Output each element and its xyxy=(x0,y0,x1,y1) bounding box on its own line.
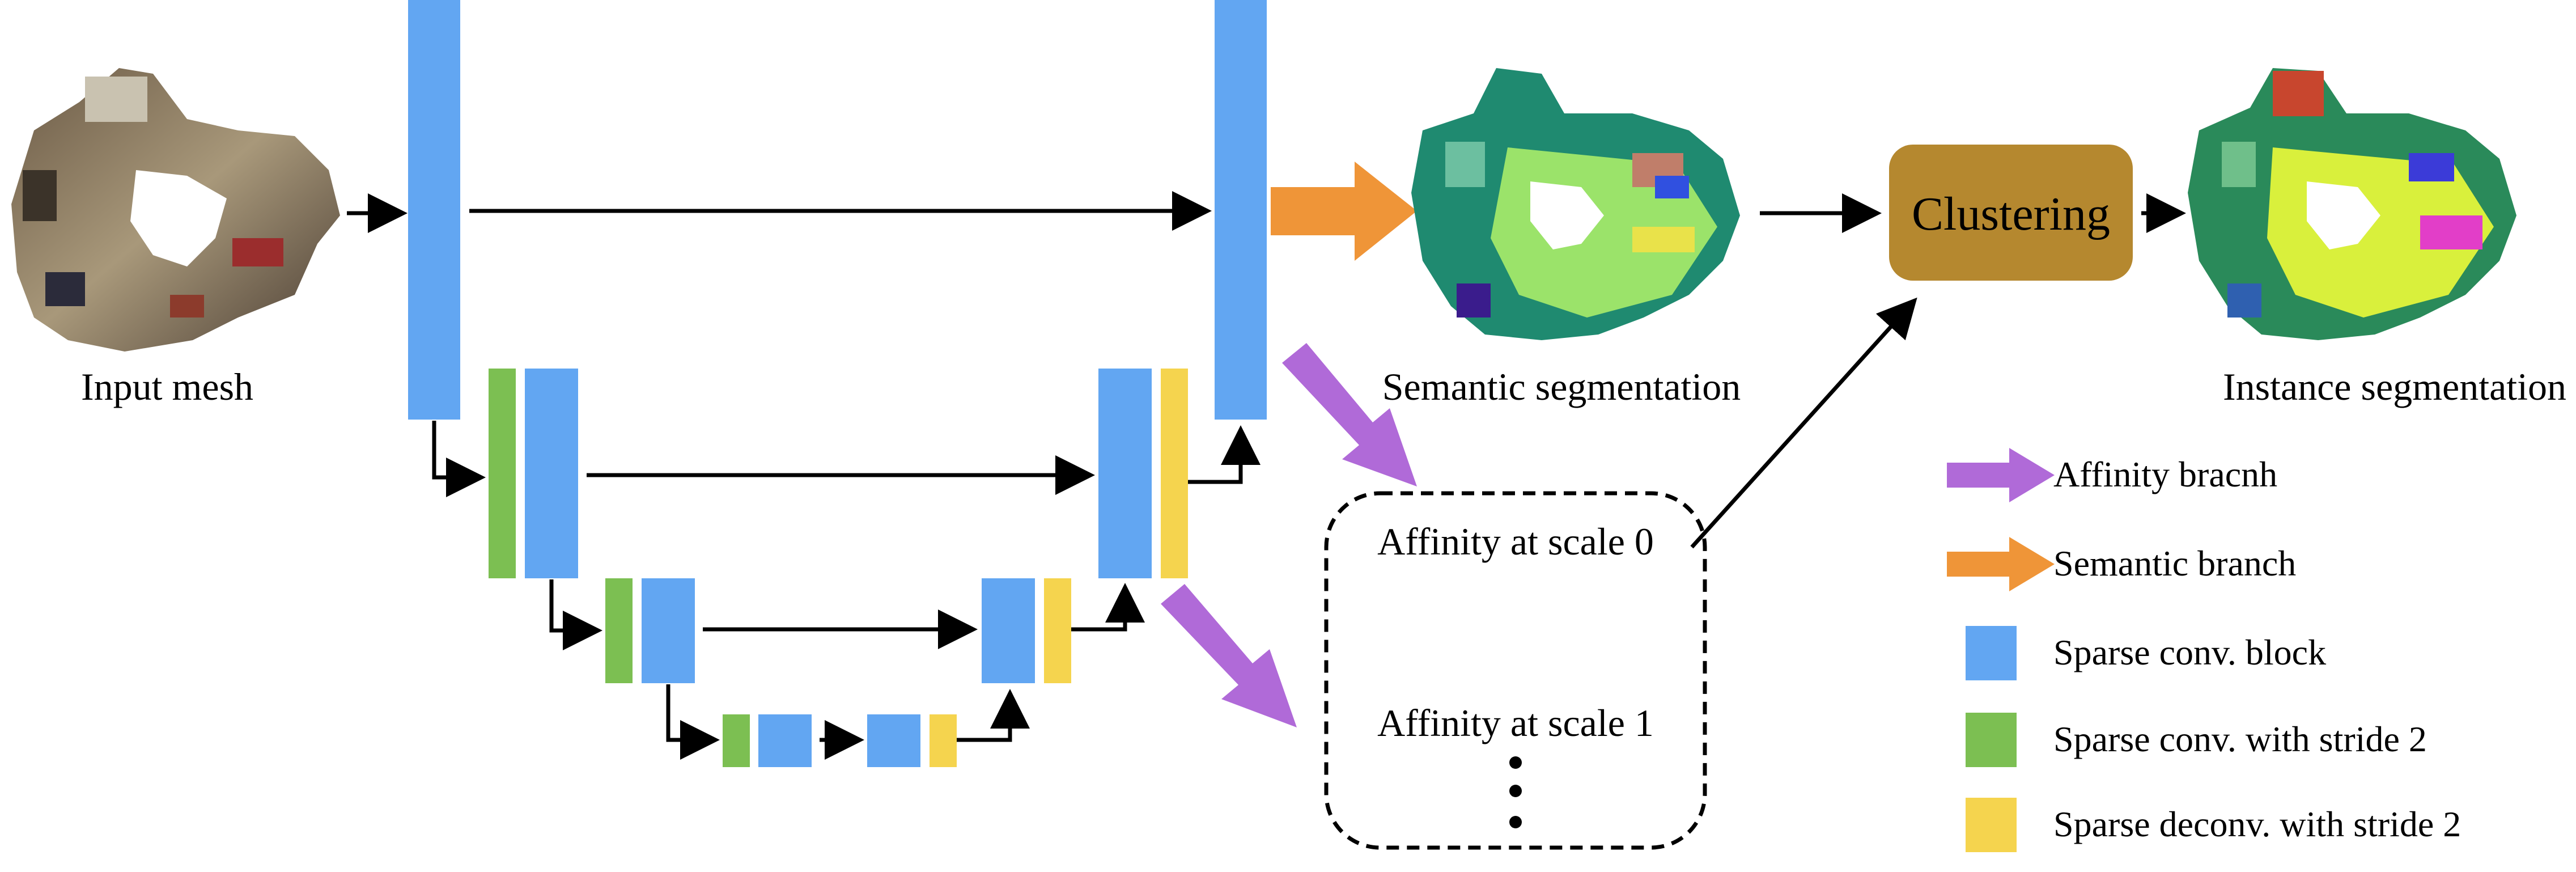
stride-conv-l1 xyxy=(489,369,516,578)
down-arrow-l2-l3 xyxy=(666,684,720,760)
stride-conv-l2 xyxy=(605,578,633,683)
conv-block-l3-enc xyxy=(758,714,812,767)
ellipsis-dot xyxy=(1509,816,1522,828)
down-arrow-l1-l2 xyxy=(549,579,602,650)
input-mesh-image xyxy=(11,68,340,352)
semantic-segmentation-label: Semantic segmentation xyxy=(1382,365,1741,408)
instance-segmentation-image xyxy=(2188,68,2516,340)
affinity-scale1-label: Affinity at scale 1 xyxy=(1377,701,1654,744)
unet xyxy=(408,0,1267,767)
conv-block-l2-dec xyxy=(982,578,1035,683)
legend-swatch-4 xyxy=(1966,798,2017,852)
deconv-l2 xyxy=(1044,578,1071,683)
instance-segmentation-label: Instance segmentation xyxy=(2223,365,2566,408)
legend-swatch-2 xyxy=(1966,626,2017,680)
conv-block-l1-dec xyxy=(1098,369,1152,578)
conv-block-l3-dec xyxy=(867,714,920,767)
ellipsis-dot xyxy=(1509,785,1522,797)
conv-block-l0-enc xyxy=(408,0,460,420)
deconv-l3 xyxy=(930,714,957,767)
affinity-arrow-scale1 xyxy=(1161,584,1297,727)
semantic-segmentation-image xyxy=(1411,68,1740,340)
ellipsis-dot xyxy=(1509,756,1522,769)
legend-label-0: Affinity bracnh xyxy=(2053,454,2277,494)
down-arrow-l0-l1 xyxy=(432,421,486,497)
clustering-label: Clustering xyxy=(1912,188,2110,240)
legend-swatch-3 xyxy=(1966,713,2017,767)
legend-label-3: Sparse conv. with stride 2 xyxy=(2053,719,2427,759)
stride-conv-l3 xyxy=(723,714,750,767)
semantic-branch-arrow xyxy=(1271,162,1417,261)
up-arrow-l1-l0 xyxy=(1188,425,1261,484)
legend-arrow-0 xyxy=(1947,448,2055,502)
up-arrow-l2-l1 xyxy=(1071,583,1145,632)
conv-block-l2-enc xyxy=(642,578,695,683)
legend-label-4: Sparse deconv. with stride 2 xyxy=(2053,804,2461,844)
input-mesh-label: Input mesh xyxy=(81,365,253,408)
conv-block-l0-dec xyxy=(1215,0,1267,420)
legend-arrow-1 xyxy=(1947,537,2055,591)
deconv-l1 xyxy=(1161,369,1188,578)
legend-label-1: Semantic branch xyxy=(2053,543,2296,583)
affinity-box xyxy=(1324,491,1707,850)
affinity-arrow-scale0 xyxy=(1282,343,1417,486)
clustering-box xyxy=(1889,145,2133,281)
conv-block-l1-enc xyxy=(525,369,578,578)
arrow-affinity-to-clustering xyxy=(1690,297,1917,549)
affinity-scale0-label: Affinity at scale 0 xyxy=(1377,520,1654,563)
legend-label-2: Sparse conv. block xyxy=(2053,632,2326,672)
up-arrow-l3-l2 xyxy=(957,689,1030,742)
